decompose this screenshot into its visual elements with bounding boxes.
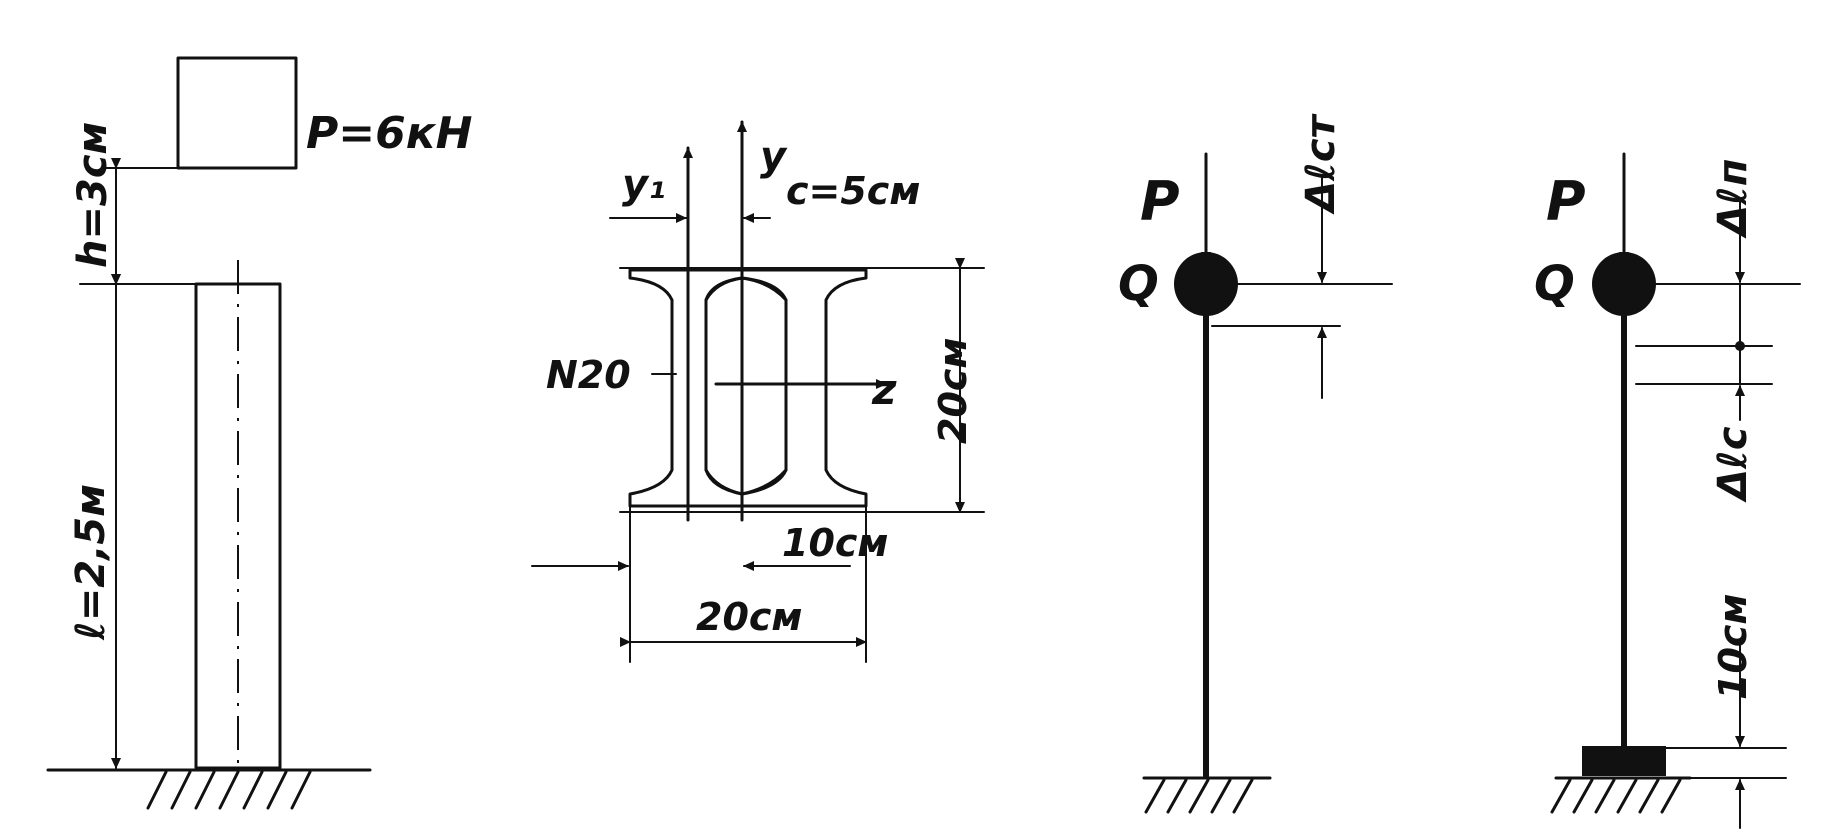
deflection-label: Δℓст — [1298, 112, 1344, 215]
ground-hatch — [1144, 778, 1254, 814]
i-beam-left — [628, 268, 744, 508]
ground-hatch — [1550, 778, 1682, 814]
z-label: z — [871, 365, 897, 414]
mass-label: Q — [1534, 256, 1575, 312]
damper-pad — [1582, 746, 1666, 776]
offset-label: 10см — [782, 521, 888, 565]
figure-1-column: P=6кН h=3см ℓ=2,5м — [46, 56, 472, 810]
deflection-bottom-label: Δℓс — [1710, 426, 1756, 503]
deflection-dot — [1735, 341, 1745, 351]
y-label: y — [760, 134, 788, 180]
c-label: c=5см — [786, 169, 920, 213]
deflection-top-label: Δℓп — [1710, 159, 1756, 239]
ground-hatch — [146, 770, 312, 810]
height-label: h=3см — [70, 122, 116, 268]
section-height-label: 20см — [931, 338, 975, 444]
gap-label: 10см — [1711, 594, 1755, 700]
i-beam-web — [704, 276, 788, 496]
column-body — [194, 282, 282, 770]
figure-2-cross-section: y₁ y c=5см z N20 20см 10см 20см — [531, 120, 985, 663]
beam-label: N20 — [546, 353, 631, 397]
i-beam-right — [740, 268, 868, 508]
mass-label: Q — [1118, 256, 1159, 312]
figure-4-dynamic: P Q Δℓп Δℓс 10см — [1534, 152, 1801, 829]
y1-label: y₁ — [622, 162, 666, 208]
load-label: P=6кН — [306, 108, 472, 159]
length-label: ℓ=2,5м — [68, 484, 114, 641]
force-label: P — [1140, 170, 1180, 233]
falling-block — [176, 56, 298, 170]
section-width-label: 20см — [696, 595, 802, 639]
figure-3-static: P Q Δℓст — [1118, 112, 1393, 814]
force-label: P — [1546, 170, 1586, 233]
